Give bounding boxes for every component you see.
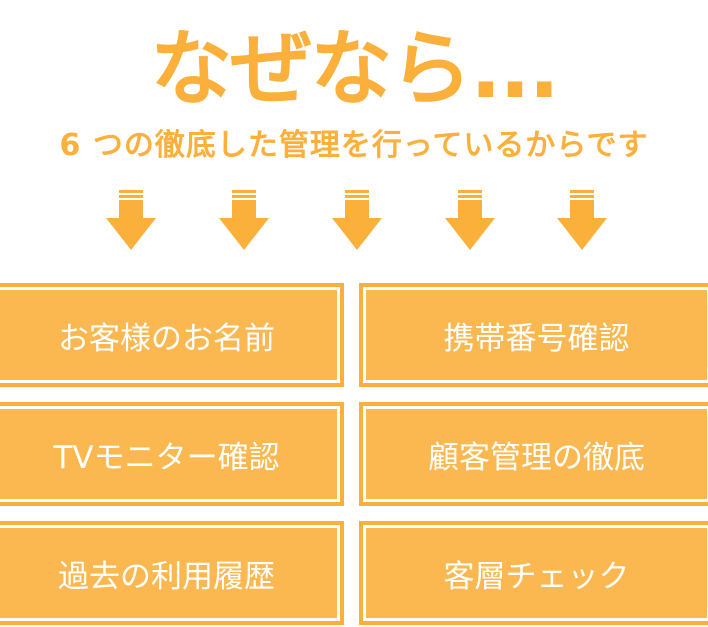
management-item-usage-history: 過去の利用履歴 (0, 521, 344, 625)
down-arrow-icon (332, 190, 382, 252)
down-arrow-icon (106, 190, 156, 252)
management-item-customer-name: お客様のお名前 (0, 283, 344, 387)
management-item-customer-management: 顧客管理の徹底 (359, 402, 708, 506)
management-item-clientele-check: 客層チェック (359, 521, 708, 625)
down-arrow-icon (445, 190, 495, 252)
subline: 6 つの徹底した管理を行っているからです (59, 128, 649, 163)
management-item-phone-check: 携帯番号確認 (359, 283, 708, 387)
down-arrow-icon (557, 190, 607, 252)
down-arrow-icon (219, 190, 269, 252)
headline: なぜなら... (150, 22, 559, 117)
management-item-tv-monitor: TVモニター確認 (0, 402, 344, 506)
